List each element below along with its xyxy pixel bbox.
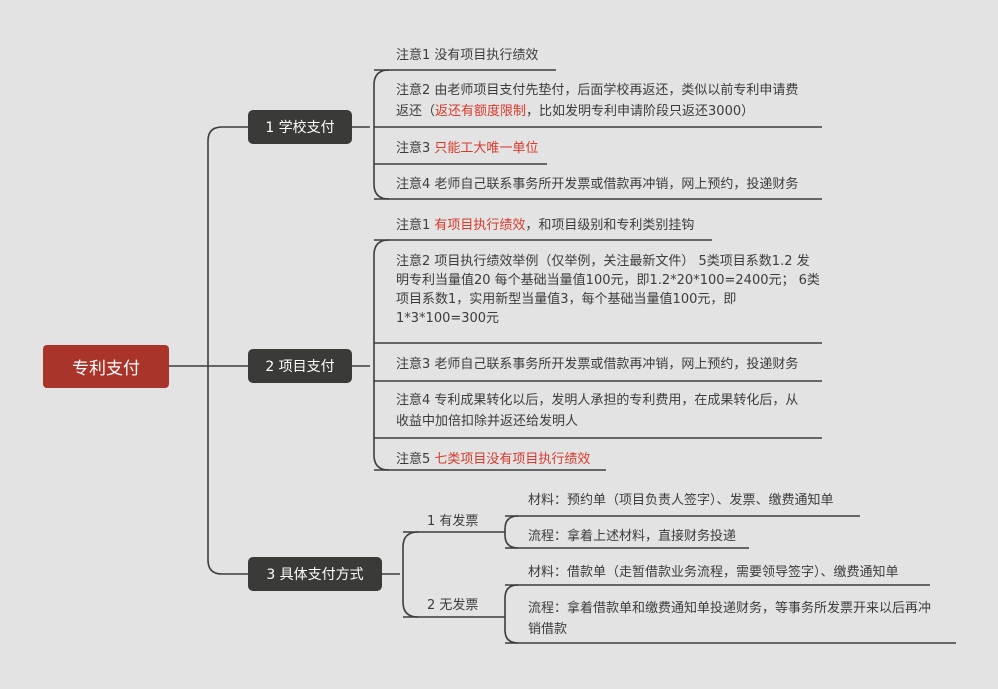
note-item[interactable]: 注意1 没有项目执行绩效 <box>396 45 538 66</box>
branch-project-payment[interactable]: 2 项目支付 <box>248 349 352 383</box>
note-text: 项目系数1，实用新型当量值3，每个基础当量值100元，即 <box>396 292 737 307</box>
note-prefix: 注意2 <box>396 254 435 269</box>
note-prefix: 注意4 <box>396 177 435 192</box>
detail-item[interactable]: 材料：借款单（走暂借款业务流程，需要领导签字）、缴费通知单 <box>528 562 899 583</box>
note-prefix: 注意4 <box>396 393 435 408</box>
note-text: 专利成果转化以后，发明人承担的专利费用，在成果转化后，从 <box>434 393 799 408</box>
note-text: 明专利当量值20 每个基础当量值100元，即1.2*20*100=2400元； … <box>396 273 820 288</box>
root-label: 专利支付 <box>72 359 140 379</box>
note-text: 1*3*100=300元 <box>396 311 500 326</box>
note-prefix: 注意5 <box>396 452 435 467</box>
detail-item[interactable]: 材料：预约单（项目负责人签字）、发票、缴费通知单 <box>528 490 834 511</box>
note-text: 项目执行绩效举例（仅举例，关注最新文件） 5类项目系数1.2 发 <box>434 254 810 269</box>
note-text: 没有项目执行绩效 <box>434 48 539 63</box>
detail-text: 销借款 <box>528 622 568 637</box>
note-prefix: 注意2 <box>396 83 435 98</box>
note-prefix: 注意3 <box>396 141 435 156</box>
note-item[interactable]: 注意4 老师自己联系事务所开发票或借款再冲销，网上预约，投递财务 <box>396 174 798 195</box>
detail-text: 材料：借款单（走暂借款业务流程，需要领导签字）、缴费通知单 <box>528 565 899 580</box>
note-text: 老师自己联系事务所开发票或借款再冲销，网上预约，投递财务 <box>434 177 799 192</box>
detail-item[interactable]: 流程：拿着上述材料，直接财务投递 <box>528 526 736 547</box>
branch-label: 1 学校支付 <box>265 120 335 136</box>
note-highlight: 有项目执行绩效 <box>434 218 526 233</box>
note-item[interactable]: 注意5 七类项目没有项目执行绩效 <box>396 449 590 470</box>
note-highlight: 只能工大唯一单位 <box>434 141 539 156</box>
detail-text: 材料：预约单（项目负责人签字）、发票、缴费通知单 <box>528 493 834 508</box>
note-item[interactable]: 注意3 只能工大唯一单位 <box>396 138 538 159</box>
detail-text: 流程：拿着借款单和缴费通知单投递财务，等事务所发票开来以后再冲 <box>528 601 932 616</box>
note-prefix: 注意3 <box>396 357 435 372</box>
branch-label: 3 具体支付方式 <box>266 567 364 583</box>
note-text: 老师自己联系事务所开发票或借款再冲销，网上预约，投递财务 <box>434 357 799 372</box>
detail-item[interactable]: 流程：拿着借款单和缴费通知单投递财务，等事务所发票开来以后再冲 销借款 <box>528 598 931 640</box>
note-item[interactable]: 注意2 由老师项目支付先垫付，后面学校再返还，类似以前专利申请费 返还（返还有额… <box>396 80 798 122</box>
branch-payment-method[interactable]: 3 具体支付方式 <box>248 557 382 591</box>
note-prefix: 注意1 <box>396 218 435 233</box>
group-label: 1 有发票 <box>427 514 479 529</box>
note-prefix: 注意1 <box>396 48 435 63</box>
group-without-invoice[interactable]: 2 无发票 <box>427 594 478 613</box>
group-label: 2 无发票 <box>427 598 479 613</box>
note-text: 由老师项目支付先垫付，后面学校再返还，类似以前专利申请费 <box>434 83 799 98</box>
note-item[interactable]: 注意4 专利成果转化以后，发明人承担的专利费用，在成果转化后，从 收益中加倍扣除… <box>396 390 798 432</box>
note-text: ，比如发明专利申请阶段只返还3000） <box>526 104 755 119</box>
group-with-invoice[interactable]: 1 有发票 <box>427 510 478 529</box>
branch-label: 2 项目支付 <box>265 359 335 375</box>
note-text: 收益中加倍扣除并返还给发明人 <box>396 414 579 429</box>
note-highlight: 返还有额度限制 <box>435 104 527 119</box>
note-highlight: 七类项目没有项目执行绩效 <box>434 452 591 467</box>
note-text: ，和项目级别和专利类别挂钩 <box>525 218 695 233</box>
detail-text: 流程：拿着上述材料，直接财务投递 <box>528 529 737 544</box>
note-item[interactable]: 注意3 老师自己联系事务所开发票或借款再冲销，网上预约，投递财务 <box>396 354 798 375</box>
note-item[interactable]: 注意1 有项目执行绩效，和项目级别和专利类别挂钩 <box>396 215 694 236</box>
root-node[interactable]: 专利支付 <box>43 345 169 388</box>
note-item[interactable]: 注意2 项目执行绩效举例（仅举例，关注最新文件） 5类项目系数1.2 发 明专利… <box>396 252 820 328</box>
note-text: 返还（ <box>396 104 436 119</box>
branch-school-payment[interactable]: 1 学校支付 <box>248 110 352 144</box>
